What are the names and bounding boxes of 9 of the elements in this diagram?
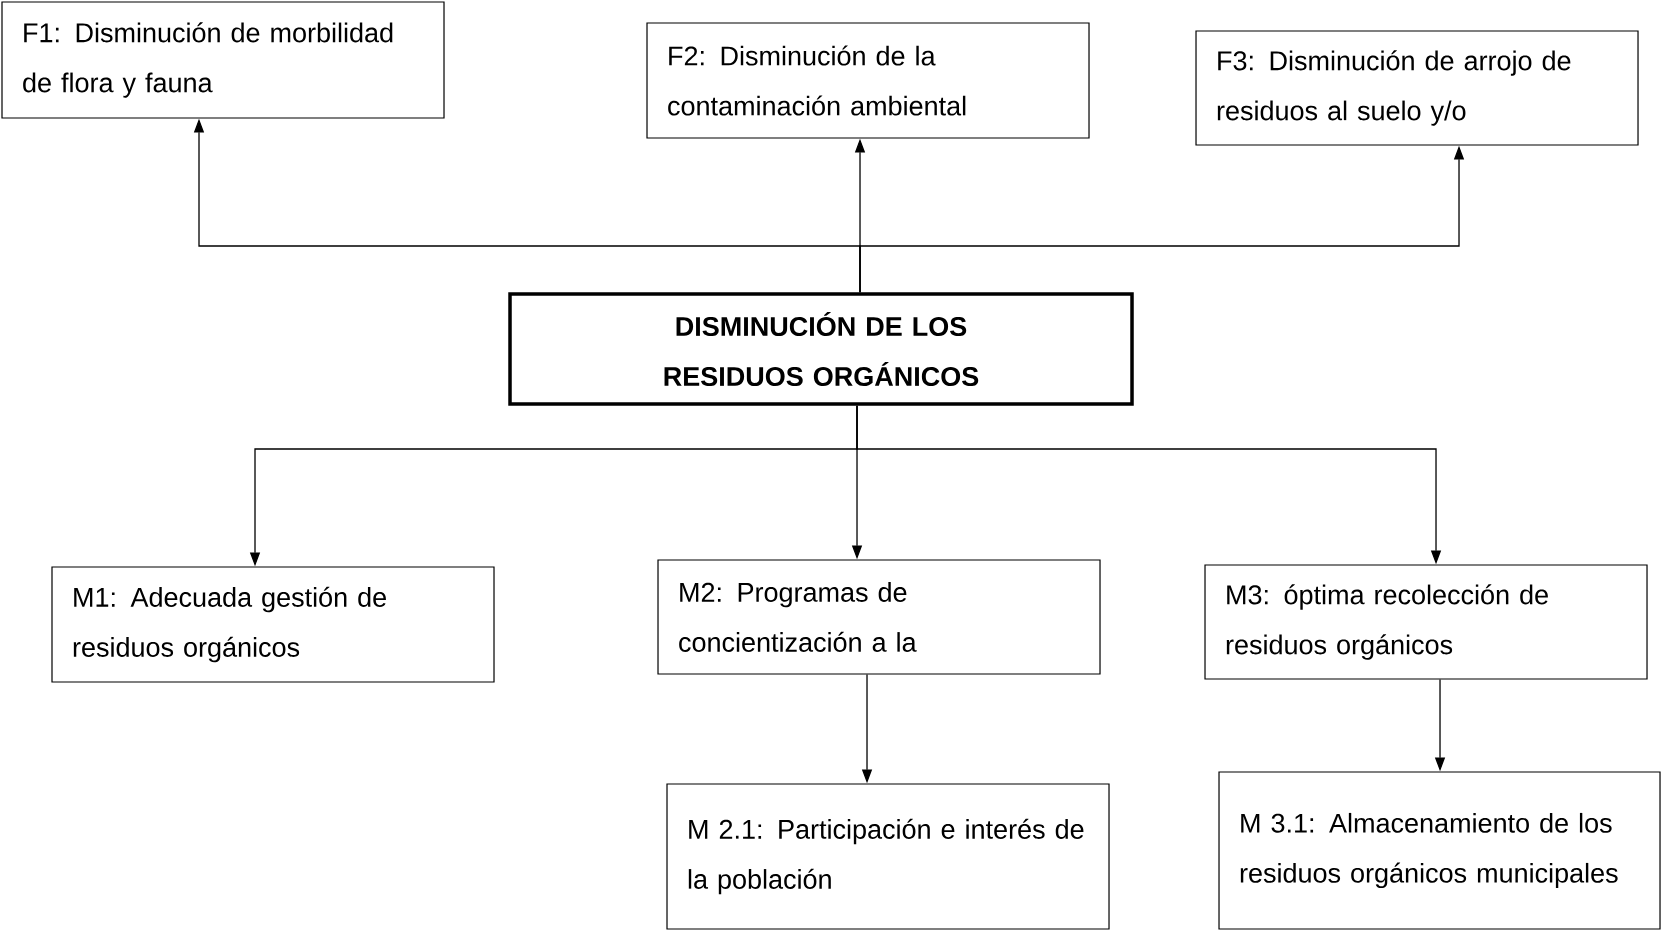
text-box: F2: Disminución de la contaminación ambiental [646,22,1090,139]
text-box: M 3.1: Almacenamiento de los residuos orgánicos municipales [1218,771,1661,930]
text-box: F1: Disminución de morbilidad de flora y fauna [1,1,445,119]
text-box: M2: Programas de concientización a la [657,559,1101,675]
text-box: M3: óptima recolección de residuos orgánicos [1204,564,1648,680]
text-box: M1: Adecuada gestión de residuos orgánicos [51,566,495,683]
text-box: F3: Disminución de arrojo de residuos al suelo y/o [1195,30,1639,146]
text-box: M 2.1: Participación e interés de la población [666,783,1110,930]
title-box: DISMINUCIÓN DE LOS RESIDUOS ORGÁNICOS [508,292,1134,406]
